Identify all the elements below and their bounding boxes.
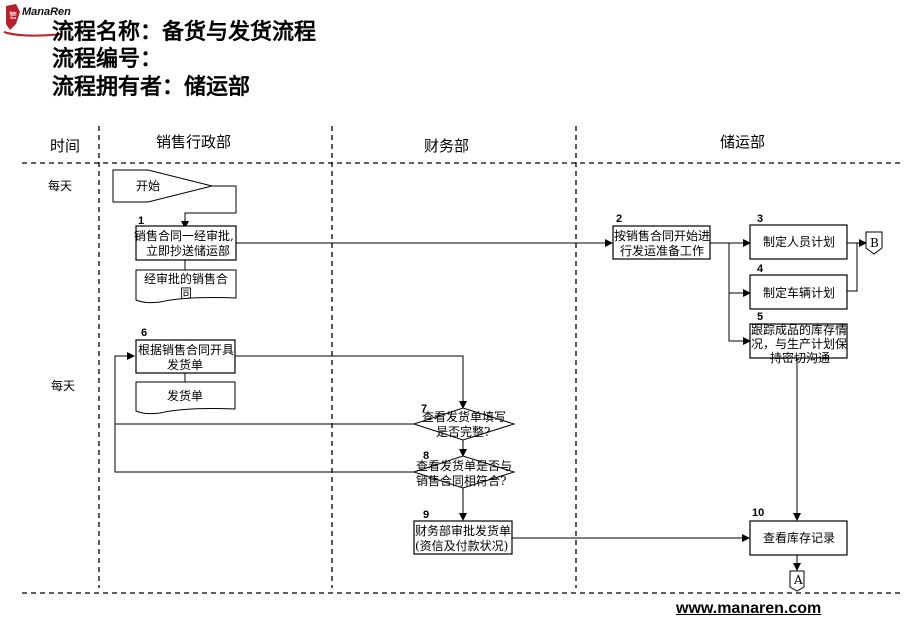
svg-text:经审批的销售合: 经审批的销售合 [144,271,228,286]
svg-text:按销售合同开始进: 按销售合同开始进 [614,228,710,243]
website-link[interactable]: www.manaren.com [676,600,822,617]
step8-number: 8 [423,450,429,462]
svg-text:(资信及付款状况): (资信及付款状况) [415,539,508,553]
svg-text:跟踪成品的库存情: 跟踪成品的库存情 [751,322,847,337]
lane-header-finance: 财务部 [424,137,469,155]
svg-text:销售合同相符合?: 销售合同相符合? [416,473,506,488]
process-number: 流程编号： [52,47,163,72]
connector-2-to-4 [728,243,751,297]
step7-number: 7 [421,403,427,415]
svg-text:销售合同一经审批,: 销售合同一经审批, [134,228,234,243]
step5-number: 5 [757,311,763,323]
step2-number: 2 [616,213,622,225]
step1-number: 1 [138,215,144,227]
svg-text:同: 同 [180,286,192,300]
step8-decision: 查看发货单是否与 销售合同相符合? [412,455,516,489]
time-row-2: 每天 [51,378,75,393]
svg-text:制定人员计划: 制定人员计划 [763,234,835,249]
svg-text:开始: 开始 [136,179,160,193]
step6-number: 6 [141,327,147,339]
svg-text:发货单: 发货单 [167,388,203,403]
connector-8-reject-to-6 [114,352,414,473]
svg-text:制定车辆计划: 制定车辆计划 [763,285,835,300]
time-row-1: 每天 [48,178,72,193]
connector-b-icon: B [865,231,883,255]
process-owner: 流程拥有者：储运部 [52,75,251,100]
doc6-document: 发货单 [135,381,236,415]
connector-a-icon: A [789,570,805,592]
svg-text:持密切沟通: 持密切沟通 [770,350,830,365]
svg-text:是否完整?: 是否完整? [436,424,490,439]
svg-text:况，与生产计划保: 况，与生产计划保 [751,337,847,351]
manaren-logo: 管 ManaRen [2,2,72,42]
svg-text:B: B [870,236,879,250]
svg-text:A: A [793,573,803,587]
step6-box: 根据销售合同开具 发货单 [135,339,236,374]
connector-4-to-b [847,243,858,292]
step3-box: 制定人员计划 [749,224,848,260]
connector-6-to-7 [235,355,467,409]
lane-header-logistics: 储运部 [720,133,765,151]
step1-box: 销售合同一经审批, 立即抄送储运部 [134,225,237,261]
lane-header-time: 时间 [50,137,80,155]
step2-box: 按销售合同开始进 行发运准备工作 [612,225,711,260]
process-name: 流程名称：备货与发货流程 [52,20,317,45]
step4-box: 制定车辆计划 [749,274,848,310]
connector-2-to-5 [728,293,751,345]
svg-text:查看发货单填写: 查看发货单填写 [422,409,506,424]
doc1-document: 经审批的销售合 同 [135,269,237,304]
step10-number: 10 [752,507,764,519]
logo-emblem-icon: 管 [3,4,63,37]
svg-text:查看库存记录: 查看库存记录 [763,530,835,545]
step5-box: 跟踪成品的库存情 况，与生产计划保 持密切沟通 [749,322,848,365]
step3-number: 3 [757,213,763,225]
svg-text:发货单: 发货单 [167,357,203,372]
connector-start-to-1 [181,185,237,229]
start-node: 开始 [112,169,213,203]
svg-text:立即抄送储运部: 立即抄送储运部 [146,243,230,258]
svg-text:行发运准备工作: 行发运准备工作 [620,243,704,258]
svg-text:管: 管 [9,10,17,20]
svg-text:查看发货单是否与: 查看发货单是否与 [416,458,512,473]
svg-text:根据销售合同开具: 根据销售合同开具 [138,342,234,357]
step10-box: 查看库存记录 [749,520,848,556]
step9-number: 9 [423,509,429,521]
step9-box: 财务部审批发货单 (资信及付款状况) [413,520,513,555]
svg-text:财务部审批发货单: 财务部审批发货单 [415,523,511,538]
step7-decision: 查看发货单填写 是否完整? [412,407,516,441]
lane-header-sales-admin: 销售行政部 [156,133,231,151]
logo-text: ManaRen [22,6,71,18]
step4-number: 4 [757,263,764,275]
